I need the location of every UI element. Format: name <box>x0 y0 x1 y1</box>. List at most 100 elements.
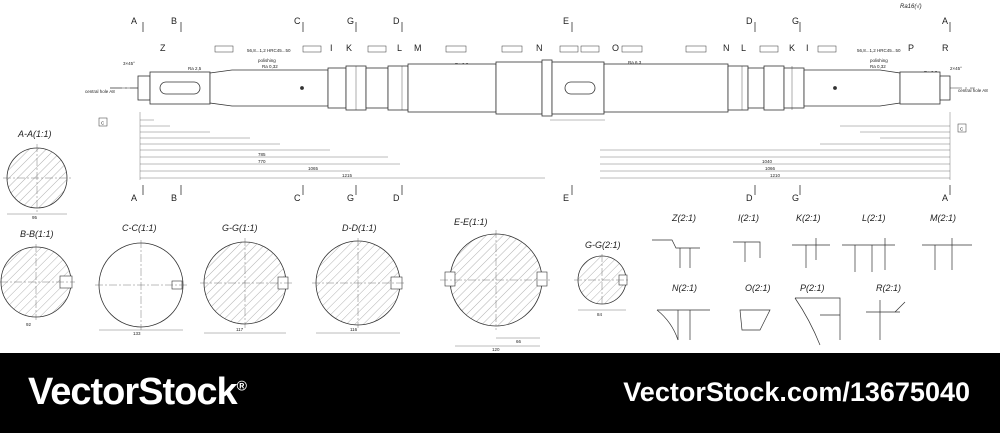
marker-g-bottom: G <box>347 193 354 203</box>
aa-width: 95 <box>32 215 38 220</box>
ee-keyway: 66 <box>516 339 522 344</box>
marker-d2-top: D <box>746 16 753 26</box>
gg-width: 117 <box>236 327 244 332</box>
engineering-drawing: Ra16(√) A B C G D E D G A Z I K L M N O … <box>0 3 988 352</box>
cc-width: 133 <box>133 331 141 336</box>
section-markers-top <box>142 22 951 32</box>
marker-b-bottom: B <box>171 193 177 203</box>
dim-785: 785 <box>258 152 266 157</box>
dimension-lines <box>139 112 951 180</box>
polishing-note-right: polishing <box>870 58 888 63</box>
detail-n <box>656 309 710 341</box>
section-cc <box>95 240 188 331</box>
marker-g-top: G <box>347 16 354 26</box>
marker-g2-top: G <box>792 16 799 26</box>
marker-a-top: A <box>131 16 137 26</box>
tolerance-frames <box>214 45 837 53</box>
section-gg2 <box>574 254 630 311</box>
detail-marker-k: K <box>346 43 352 53</box>
brand-registered-mark: ® <box>236 377 247 394</box>
dim-1215: 1215 <box>342 173 353 178</box>
ra25-note: Ra 2,5 <box>188 66 202 71</box>
marker-c-top: C <box>294 16 301 26</box>
detail-marker-n2: N <box>723 43 730 53</box>
detail-title-o: O(2:1) <box>745 283 771 293</box>
section-title-bb: B-B(1:1) <box>20 229 54 239</box>
detail-title-m: M(2:1) <box>930 213 956 223</box>
section-bb <box>0 244 75 320</box>
dim-1210: 1210 <box>770 173 781 178</box>
marker-c-bottom: C <box>294 193 301 203</box>
section-aa <box>3 144 71 215</box>
bb-width: 92 <box>26 322 32 327</box>
dim-1066: 1066 <box>765 166 776 171</box>
marker-a2-top: A <box>942 16 948 26</box>
detail-o <box>739 309 771 331</box>
section-title-dd: D-D(1:1) <box>342 223 377 233</box>
detail-marker-l: L <box>397 43 402 53</box>
shaft <box>110 59 975 117</box>
section-title-ee: E-E(1:1) <box>454 217 488 227</box>
section-title-gg: G-G(1:1) <box>222 223 258 233</box>
detail-marker-z: Z <box>160 43 166 53</box>
detail-m <box>922 238 972 270</box>
hardening-note-left: 56,8...1,2 HRC45...50 <box>247 48 291 53</box>
section-markers-bottom <box>142 185 951 195</box>
detail-r <box>866 300 906 340</box>
detail-marker-p: P <box>908 43 914 53</box>
dim-1065: 1065 <box>308 166 319 171</box>
detail-title-l: L(2:1) <box>862 213 886 223</box>
detail-marker-r: R <box>942 43 949 53</box>
section-gg <box>200 238 292 334</box>
detail-title-p: P(2:1) <box>800 283 825 293</box>
marker-d-top: D <box>393 16 400 26</box>
detail-marker-i: I <box>330 43 333 53</box>
roughness-note: Ra16(√) <box>900 3 922 10</box>
marker-d2-bottom: D <box>746 193 753 203</box>
datum-left: C <box>101 121 105 126</box>
dim-770: 770 <box>258 159 266 164</box>
gg2-width: 84 <box>597 312 603 317</box>
ra63-note-2: Ra 6,3 <box>628 60 642 65</box>
ee-width: 120 <box>492 347 500 352</box>
detail-l <box>842 238 895 272</box>
polishing-note-left: polishing <box>258 58 276 63</box>
detail-marker-m: M <box>414 43 422 53</box>
dd-width: 116 <box>350 327 358 332</box>
roughness-note-right: Ra 0,32 <box>870 64 886 69</box>
dim-1040: 1040 <box>762 159 773 164</box>
detail-title-i: I(2:1) <box>738 213 759 223</box>
detail-z <box>652 239 700 268</box>
marker-a-bottom: A <box>131 193 137 203</box>
detail-i <box>733 241 761 262</box>
detail-marker-o: O <box>612 43 619 53</box>
detail-k <box>792 238 830 268</box>
brand-name: VectorStock <box>28 371 238 413</box>
section-dd <box>312 238 406 334</box>
brand-logo: VectorStock® <box>28 371 247 414</box>
marker-b-top: B <box>171 16 177 26</box>
center-hole-left: central hole A8 <box>85 89 115 94</box>
detail-title-k: K(2:1) <box>796 213 821 223</box>
chamfer-left: 3×45° <box>123 61 135 66</box>
detail-title-n: N(2:1) <box>672 283 697 293</box>
marker-e-top: E <box>563 16 569 26</box>
detail-marker-n: N <box>536 43 543 53</box>
stock-id: VectorStock.com/13675040 <box>623 377 970 407</box>
section-ee <box>440 230 552 347</box>
detail-marker-l2: L <box>741 43 746 53</box>
watermark-footer: VectorStock® VectorStock.com/13675040 <box>0 353 1000 433</box>
marker-e-bottom: E <box>563 193 569 203</box>
datum-right: C <box>960 127 964 132</box>
center-hole-right: central hole A8 <box>958 88 988 93</box>
detail-title-z: Z(2:1) <box>671 213 696 223</box>
marker-a2-bottom: A <box>942 193 948 203</box>
roughness-note-left: Ra 0,32 <box>262 64 278 69</box>
detail-p <box>794 297 841 346</box>
detail-title-r: R(2:1) <box>876 283 901 293</box>
marker-d-bottom: D <box>393 193 400 203</box>
hardening-note-right: 56,8...1,2 HRC45...50 <box>857 48 901 53</box>
section-title-cc: C-C(1:1) <box>122 223 157 233</box>
detail-marker-k2: K <box>789 43 795 53</box>
chamfer-right: 2×45° <box>950 66 962 71</box>
